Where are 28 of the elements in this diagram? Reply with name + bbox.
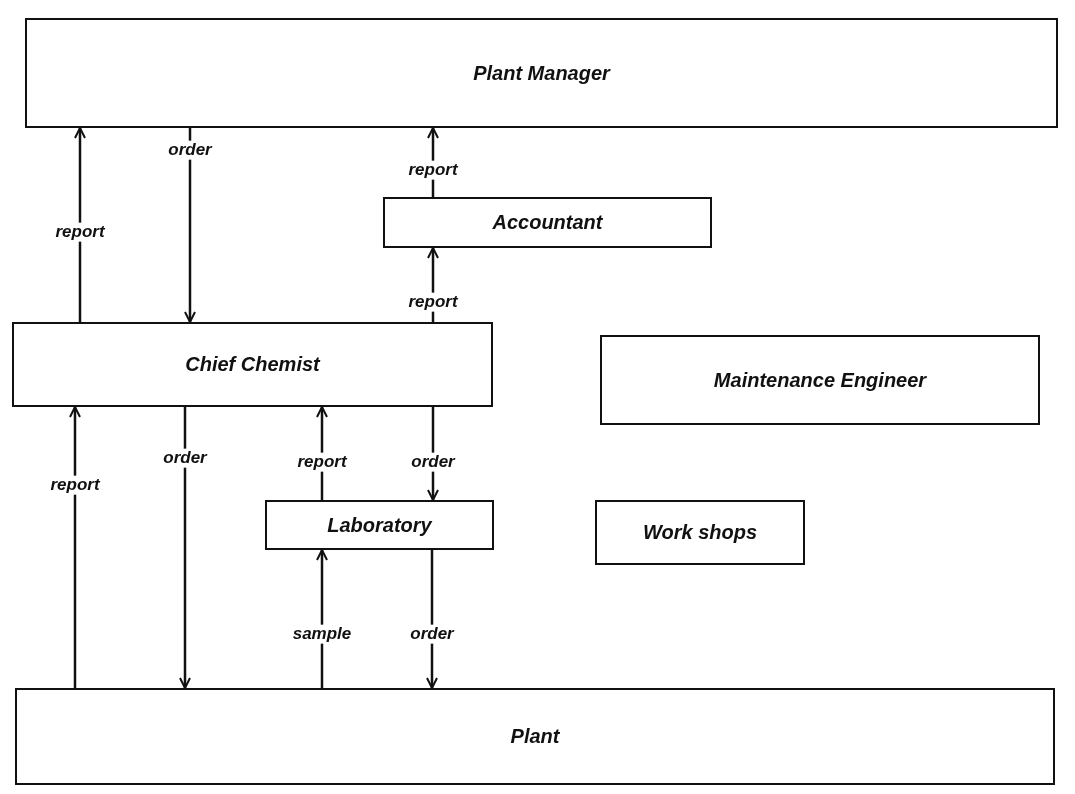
arrow [184, 128, 196, 323]
arrow [179, 407, 191, 689]
role-label: Plant [510, 725, 560, 748]
org-box [265, 500, 494, 550]
edge-label: order [408, 624, 456, 644]
edge-label: report [406, 160, 460, 180]
role-label: Plant Manager [473, 61, 610, 85]
org-box [383, 197, 712, 248]
edge-label: order [166, 140, 214, 160]
edge-label: order [409, 452, 457, 472]
edge-label: report [53, 222, 107, 242]
org-box [600, 335, 1040, 425]
org-box [15, 688, 1055, 785]
role-label: Chief Chemist [185, 353, 320, 376]
org-box [595, 500, 805, 565]
edge-label: sample [290, 624, 354, 644]
role-label: Laboratory [327, 513, 432, 537]
edge-label: order [161, 448, 209, 468]
arrow [74, 127, 86, 322]
arrow [69, 406, 81, 688]
org-box [12, 322, 493, 407]
edge-label: report [295, 452, 349, 472]
edge-label: report [48, 475, 102, 495]
org-box [25, 18, 1058, 128]
role-label: Accountant [492, 211, 603, 234]
role-label: Work shops [642, 521, 758, 544]
role-label: Maintenance Engineer [713, 368, 927, 392]
edge-label: report [406, 292, 460, 312]
